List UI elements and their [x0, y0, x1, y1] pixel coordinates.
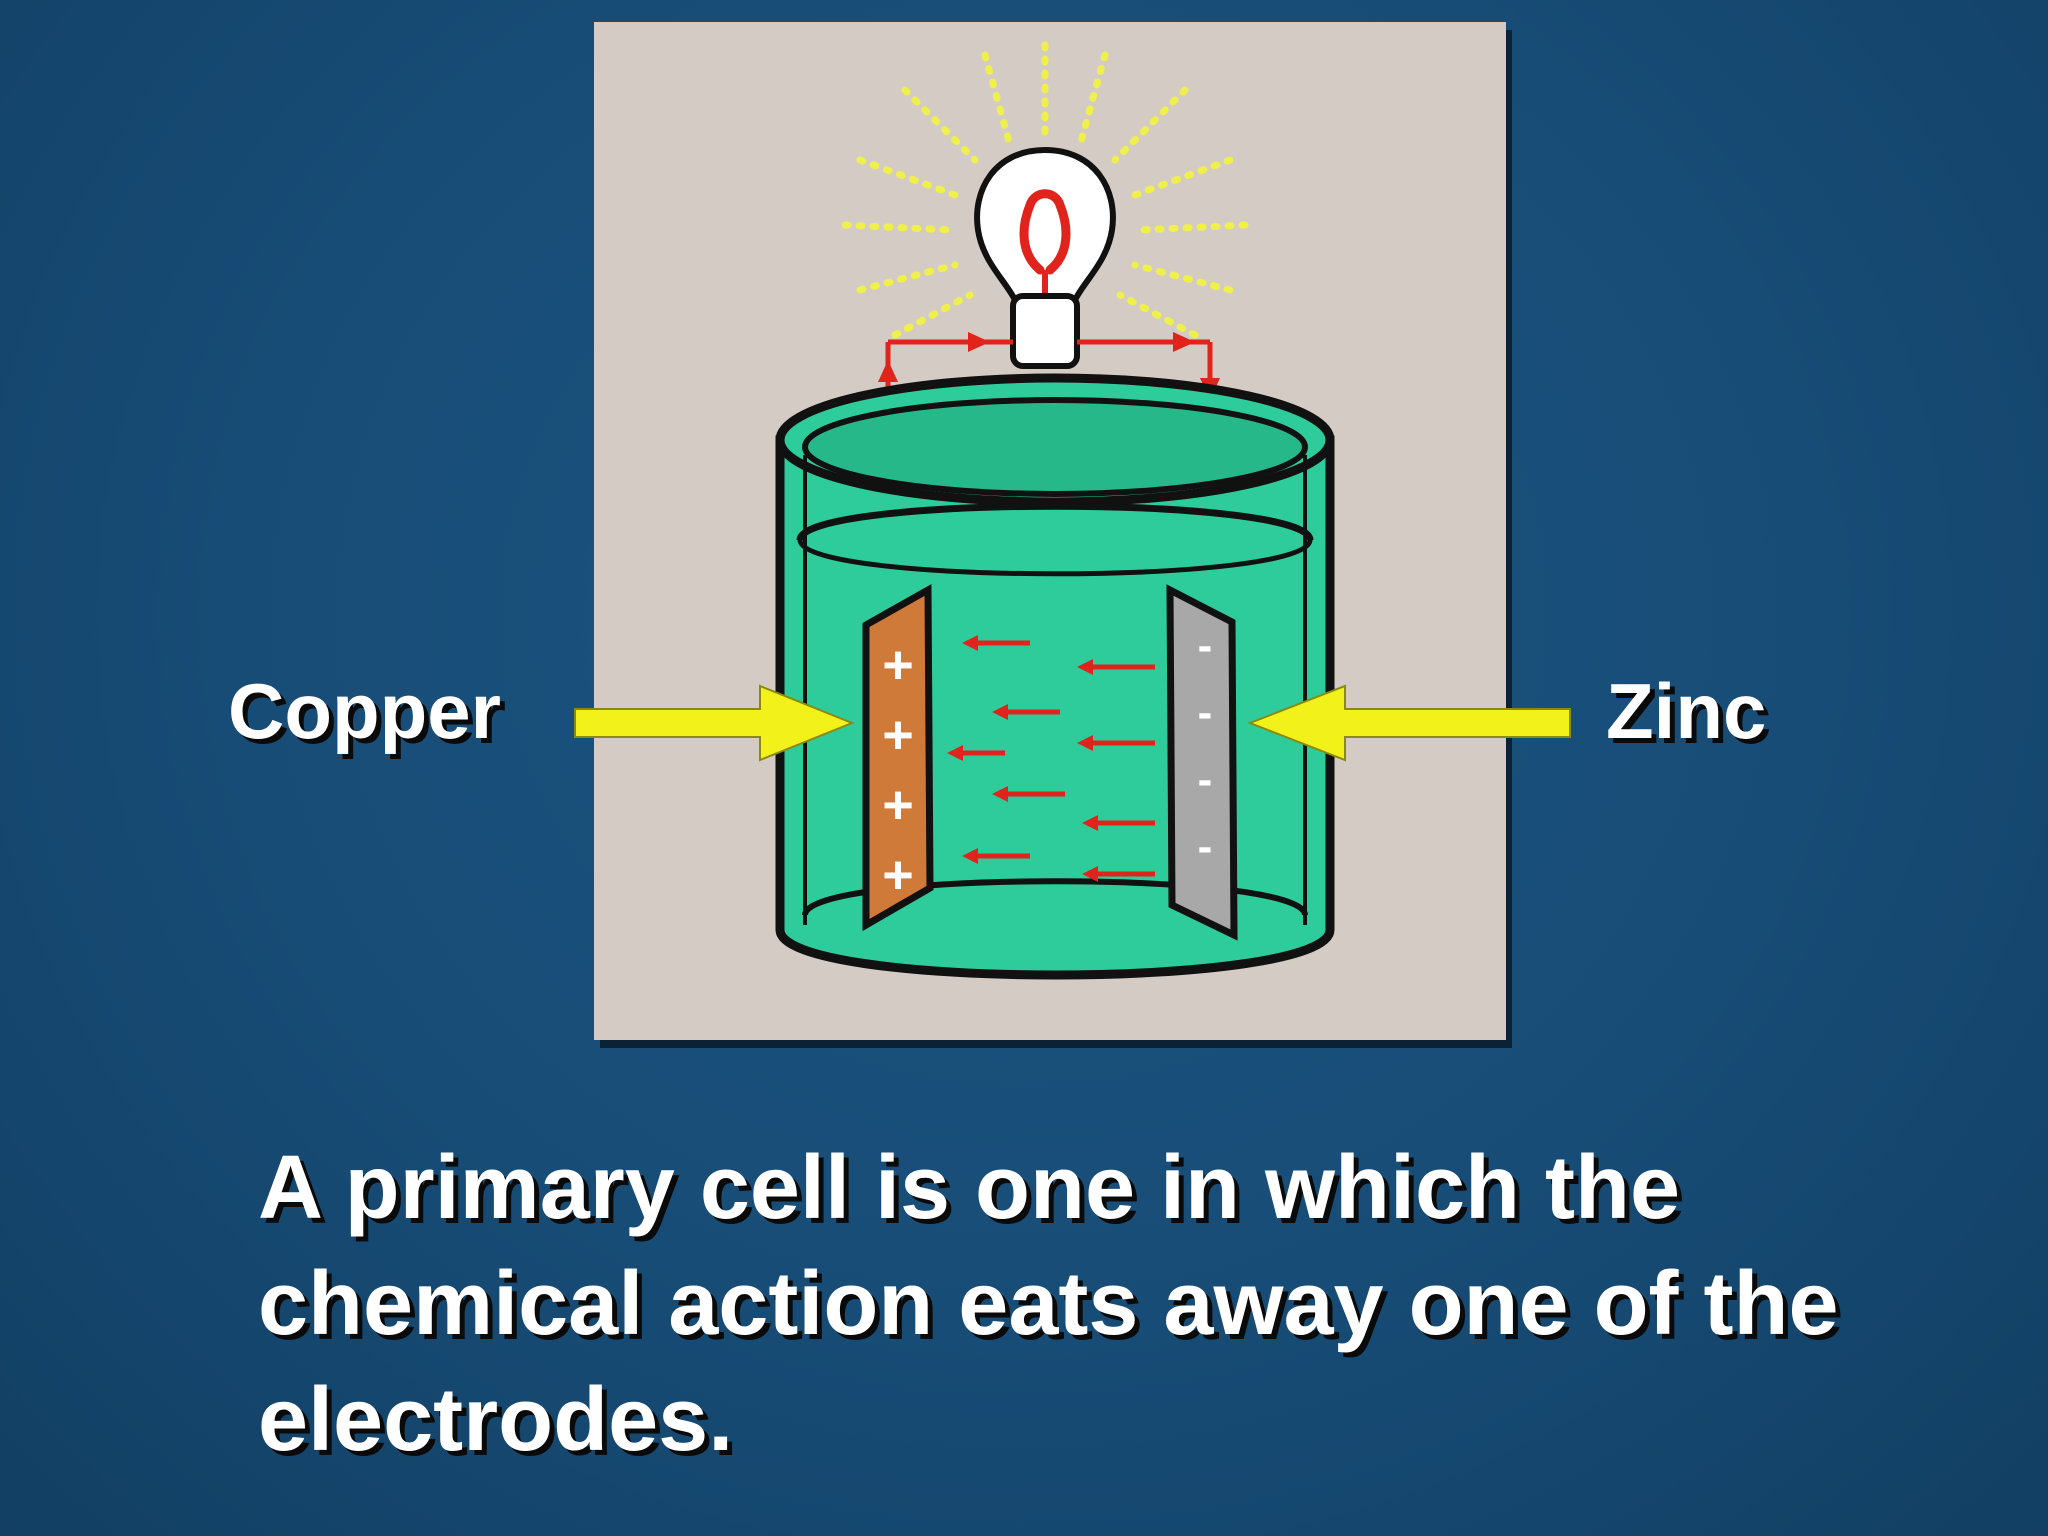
negative-charge-symbol: - [1198, 755, 1213, 804]
positive-charge-symbol: + [882, 775, 914, 835]
zinc-label: Zinc [1606, 667, 1767, 755]
negative-charge-symbol: - [1198, 822, 1213, 871]
ion-flow-arrows [947, 635, 1155, 882]
positive-charge-symbol: + [882, 635, 914, 695]
copper-label: Copper [228, 667, 501, 755]
caption-text: A primary cell is one in which the chemi… [258, 1138, 1839, 1470]
negative-charge-symbol: - [1198, 621, 1213, 670]
negative-charge-symbol: - [1198, 688, 1213, 737]
positive-charge-symbol: + [882, 705, 914, 765]
copper-electrode [862, 584, 934, 932]
copper-pointer-arrow [574, 684, 855, 762]
bulb-glow [841, 41, 1249, 339]
zinc-electrode [1166, 584, 1238, 941]
zinc-pointer-arrow [1247, 684, 1571, 762]
light-bulb-icon [974, 146, 1116, 369]
positive-charge-symbol: + [882, 845, 914, 905]
